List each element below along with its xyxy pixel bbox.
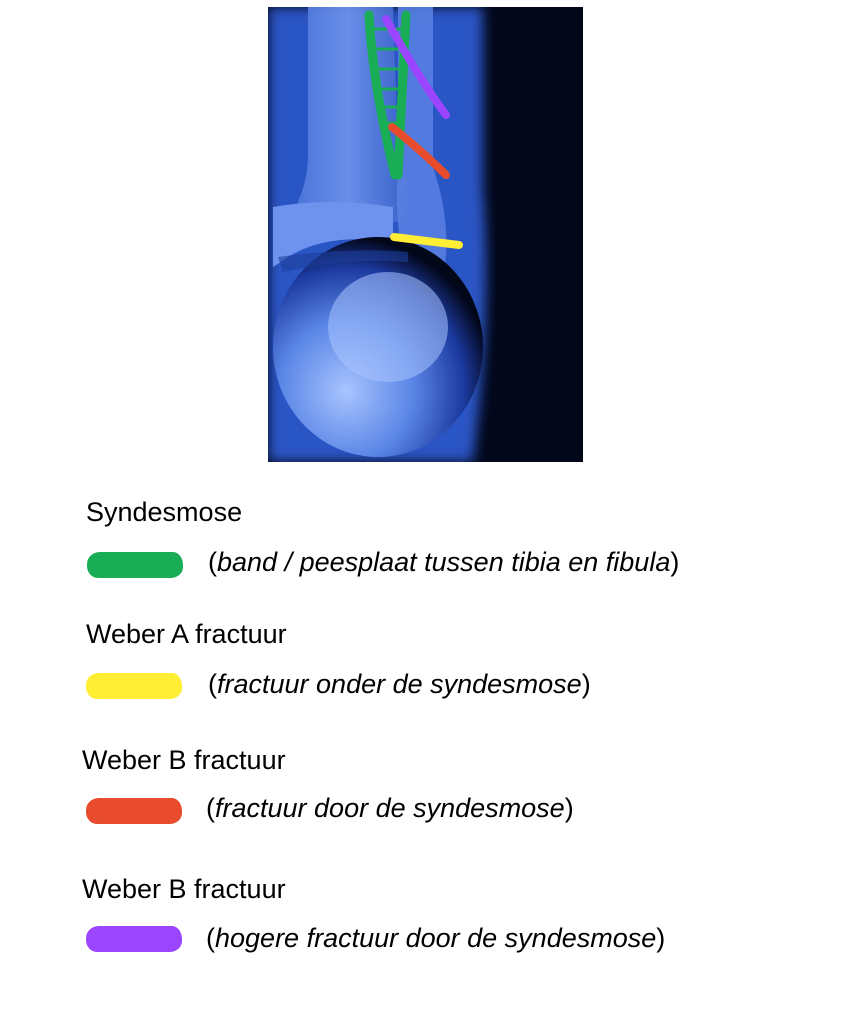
weber-b-high-annotation xyxy=(382,15,450,119)
legend-swatch-purple xyxy=(86,926,182,952)
legend-swatch-red xyxy=(86,798,182,824)
weber-b-low-annotation xyxy=(388,123,450,179)
legend-desc-weber-b-high: (hogere fractuur door de syndesmose) xyxy=(206,923,666,953)
legend-desc-weber-a: (fractuur onder de syndesmose) xyxy=(208,669,591,699)
legend-desc-weber-b-low: (fractuur door de syndesmose) xyxy=(206,793,574,823)
legend-desc-syndesmose: (band / peesplaat tussen tibia en fibula… xyxy=(208,547,680,577)
legend-swatch-yellow xyxy=(86,673,182,699)
legend-title-weber-a: Weber A fractuur xyxy=(86,619,287,649)
weber-a-annotation xyxy=(390,233,463,249)
legend-title-weber-b-high: Weber B fractuur xyxy=(82,874,286,904)
legend-swatch-green xyxy=(87,552,183,578)
legend-title-weber-b-low: Weber B fractuur xyxy=(82,745,286,775)
ankle-xray-image xyxy=(268,7,583,462)
legend-title-syndesmose: Syndesmose xyxy=(86,497,243,527)
